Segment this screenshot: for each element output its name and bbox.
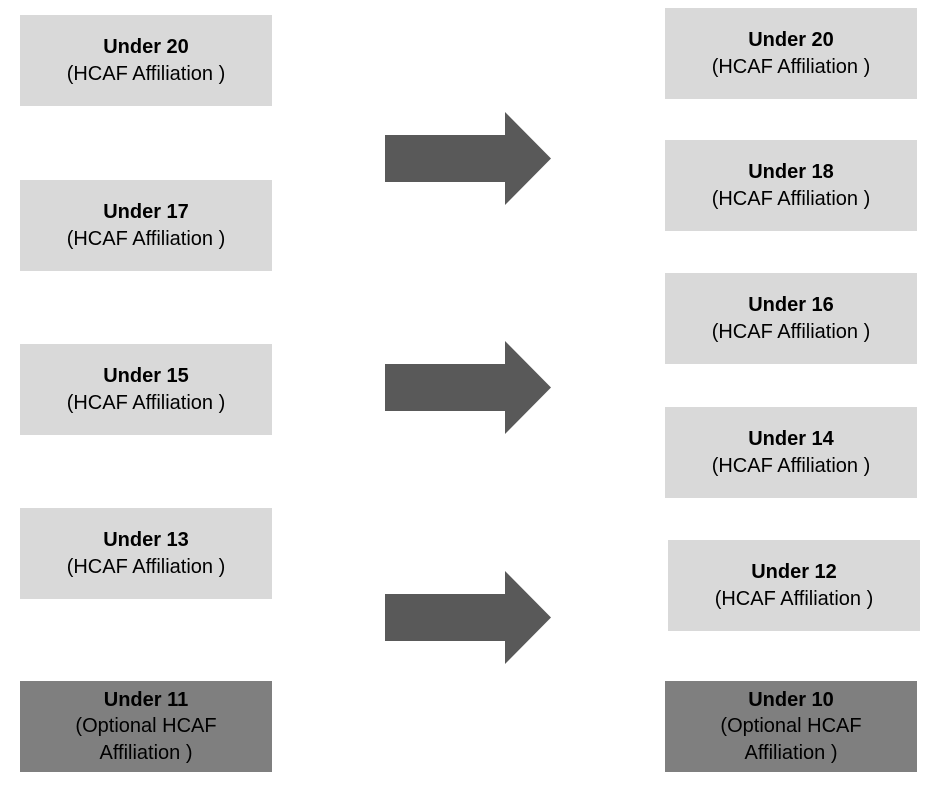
box-title: Under 11 (103, 688, 189, 711)
right-under-20-box: Under 20 (HCAF Affiliation ) (665, 8, 917, 99)
box-title: Under 15 (103, 365, 189, 388)
right-under-18-box: Under 18 (HCAF Affiliation ) (665, 140, 917, 231)
box-title: Under 20 (748, 29, 834, 52)
box-subtitle: (HCAF Affiliation ) (711, 320, 871, 343)
box-title: Under 16 (748, 294, 834, 317)
box-subtitle: (HCAF Affiliation ) (66, 227, 226, 250)
right-under-10-box: Under 10 (Optional HCAF Affiliation ) (665, 681, 917, 772)
right-under-16-box: Under 16 (HCAF Affiliation ) (665, 273, 917, 364)
box-subtitle: (Optional HCAF Affiliation ) (75, 715, 217, 764)
box-subtitle: (HCAF Affiliation ) (714, 587, 874, 610)
left-under-13-box: Under 13 (HCAF Affiliation ) (20, 508, 272, 599)
box-subtitle: (HCAF Affiliation ) (711, 187, 871, 210)
box-title: Under 12 (751, 561, 837, 584)
right-under-12-box: Under 12 (HCAF Affiliation ) (668, 540, 920, 631)
box-subtitle: (Optional HCAF Affiliation ) (720, 715, 862, 764)
left-under-15-box: Under 15 (HCAF Affiliation ) (20, 344, 272, 435)
box-title: Under 17 (103, 201, 189, 224)
box-title: Under 14 (748, 428, 834, 451)
box-subtitle: (HCAF Affiliation ) (66, 391, 226, 414)
box-title: Under 18 (748, 161, 834, 184)
box-title: Under 13 (103, 529, 189, 552)
box-subtitle: (HCAF Affiliation ) (66, 62, 226, 85)
right-arrow-icon (385, 571, 551, 664)
box-title: Under 20 (103, 36, 189, 59)
left-under-20-box: Under 20 (HCAF Affiliation ) (20, 15, 272, 106)
left-under-11-box: Under 11 (Optional HCAF Affiliation ) (20, 681, 272, 772)
box-subtitle: (HCAF Affiliation ) (66, 555, 226, 578)
box-title: Under 10 (748, 688, 834, 711)
left-under-17-box: Under 17 (HCAF Affiliation ) (20, 180, 272, 271)
right-under-14-box: Under 14 (HCAF Affiliation ) (665, 407, 917, 498)
box-subtitle: (HCAF Affiliation ) (711, 55, 871, 78)
right-arrow-icon (385, 341, 551, 434)
right-arrow-icon (385, 112, 551, 205)
box-subtitle: (HCAF Affiliation ) (711, 454, 871, 477)
